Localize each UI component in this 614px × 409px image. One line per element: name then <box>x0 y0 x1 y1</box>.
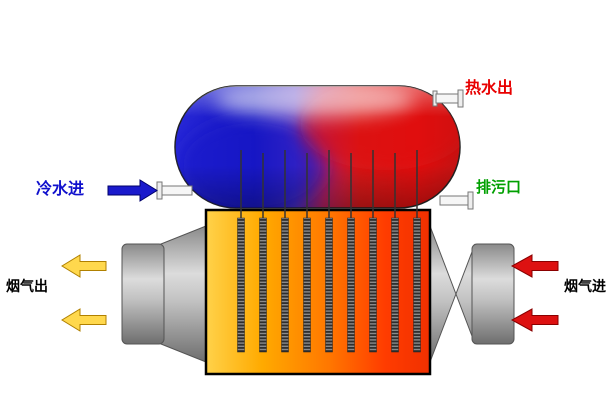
heat-exchange-tube <box>369 150 377 353</box>
heat-exchange-tube <box>391 153 399 353</box>
cold-water-inlet-pipe <box>156 181 193 200</box>
left-duct <box>121 225 207 363</box>
heat-exchange-tube <box>347 153 355 353</box>
left-duct-cylinder <box>121 243 165 345</box>
flue-out-arrow-bottom <box>61 308 107 332</box>
drain-port-label: 排污口 <box>476 179 522 196</box>
heat-exchange-tube <box>281 150 289 353</box>
flue-in-arrow-top <box>510 254 559 278</box>
flue-in-arrow-bottom <box>510 308 559 332</box>
flue-gas-in-label: 烟气进 <box>564 278 606 294</box>
hot-water-outlet-pipe <box>432 89 464 108</box>
right-duct-cone <box>429 225 476 363</box>
flue-out-arrow-top <box>61 254 107 278</box>
tank-highlight <box>215 86 415 118</box>
right-duct-cylinder <box>471 243 515 345</box>
heat-exchange-tube <box>325 150 333 353</box>
cold-water-in-arrow <box>107 179 158 202</box>
heat-exchange-tube <box>303 153 311 353</box>
drain-port-pipe <box>439 191 474 210</box>
left-duct-cone <box>160 225 207 363</box>
water-tank <box>174 85 461 209</box>
tube-bundle <box>237 150 421 353</box>
hot-water-out-label: 热水出 <box>465 80 514 97</box>
heat-exchange-tube <box>413 150 421 353</box>
right-duct <box>429 225 515 363</box>
flue-gas-out-label: 烟气出 <box>6 278 48 294</box>
heat-exchange-tube <box>259 153 267 353</box>
tank-shading <box>175 86 460 208</box>
heat-exchange-tube <box>237 150 245 353</box>
cold-water-in-label: 冷水进 <box>36 181 85 198</box>
